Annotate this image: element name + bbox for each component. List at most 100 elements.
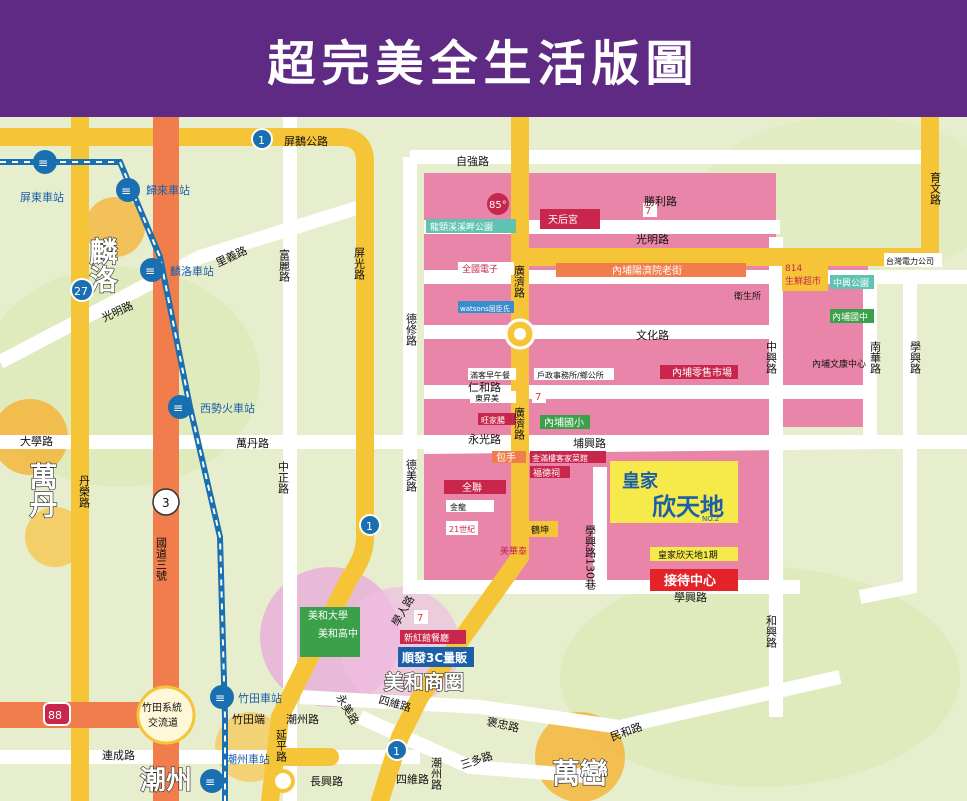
svg-text:1: 1 [366,520,373,533]
station-icon: ≡ [33,150,57,174]
seven-eleven-icon: 7 [643,203,657,217]
dongsheng-badge [470,391,516,403]
oldstreet-label: 內埔陽濟院老街 [612,264,682,277]
svg-text:≡: ≡ [121,184,131,198]
baoshou-label: 包手 [496,451,516,464]
road-yanping: 延平路 [275,729,288,763]
highway-27-shield: 27 [70,278,94,302]
station-icon: ≡ [210,685,234,709]
kun-label: 鶴坤 [531,524,549,536]
highway-1-shield: 1 [386,739,408,761]
road-yongguang: 永光路 [468,432,501,446]
town-meihe: 美和商圈 [384,670,464,694]
road-chaozhou-south: 潮州路 [430,756,443,791]
road-ziqiang: 自強路 [456,155,489,168]
road-changxing: 長興路 [310,775,343,788]
shunfa-badge [398,647,474,667]
seven-eleven-icon: 7 [532,389,546,403]
meihua-label: 美華泰 [500,545,527,557]
wangjia-badge [478,413,516,425]
retail-label: 內埔零售市場 [672,366,732,379]
market-number: 814 [785,264,802,274]
quanlian-badge [444,480,506,494]
breakfast-label: 滿客早午餐 [470,370,510,380]
svg-text:≡: ≡ [173,401,183,415]
svg-text:88: 88 [48,709,62,722]
road-zhongzheng: 中正路 [277,461,290,495]
road-xiaozhong: 褒忠路 [485,714,520,735]
zhongxingpark-label: 中興公園 [833,277,869,289]
tree-cluster [85,197,145,257]
svg-text:≡: ≡ [215,691,225,705]
station-icon: ≡ [140,258,164,282]
road-guangji-south: 廣濟路 [513,406,526,441]
taipower-label: 台灣電力公司 [886,256,934,266]
kun-badge [528,521,558,537]
culture-label: 內埔文康中心 [812,358,866,370]
station-icon: ≡ [200,769,224,793]
park-badge [426,219,516,233]
station-linluo: 麟洛車站 [170,264,214,278]
road-zhuantian: 竹田端 [232,712,265,726]
station-chaozhou: 潮州車站 [226,752,270,766]
area-map: 天后宮 龍頸溪溪畔公園 85° 內埔陽濟院老街 全國電子 watsons屈臣氏 … [0,117,967,801]
svg-text:≡: ≡ [38,156,48,170]
fudeci-label: 福德祠 [533,467,560,479]
road-shengli: 勝利路 [644,194,677,208]
clinic-label: 衛生所 [734,290,761,302]
svg-text:1: 1 [258,134,265,147]
hongzhen-label: 新紅館餐廳 [404,632,449,644]
quanlian-label: 全聯 [462,481,482,494]
green-patch [560,567,960,787]
road-guangji: 廣濟路 [513,264,526,299]
svg-text:7: 7 [417,613,423,624]
neipuzhong-label: 內埔國中 [832,311,868,323]
svg-text:3: 3 [162,496,170,510]
reception-button[interactable] [650,569,738,591]
zhongxingpark-badge [830,275,874,289]
retail-badge [660,365,738,379]
shiji-label: 21世紀 [449,524,475,534]
road-lianc: 連成路 [102,748,135,762]
watsons-badge [458,301,514,313]
tianhou-badge [540,209,600,229]
wangjia-label: 旺家腸 [481,415,505,425]
neipuxiao-label: 內埔國小 [544,416,584,429]
road-daxue: 大學路 [20,434,53,448]
town-wanluan: 萬巒 [552,757,608,790]
project-logo [610,461,738,523]
road-danrong: 丹榮路 [78,475,91,509]
road-hehe: 和興路 [765,615,778,649]
hk-label: 金龍 [450,502,466,512]
oldstreet-badge [556,263,746,277]
road-pingguang: 屏光路 [353,247,366,281]
station-icon: ≡ [168,395,192,419]
85c-logo [487,193,509,215]
hongzhen-badge [400,630,466,644]
watsons-label: watsons屈臣氏 [460,304,510,313]
station-zhutian: 竹田車站 [238,691,282,705]
office-label: 戶政事務所/鄉公所 [537,370,604,380]
university-badge [300,607,360,657]
road-siwei-south: 四維路 [396,773,429,786]
svg-text:7: 7 [645,206,651,217]
quanguo-label: 全國電子 [462,263,498,275]
taipower-badge [884,253,942,267]
dongsheng-label: 東昇美 [475,393,499,403]
road-puxing: 埔興路 [573,437,606,450]
neipuzhong-badge [830,309,874,323]
breakfast-badge [468,368,516,380]
road-guangming: 光明路 [636,232,669,246]
road-zhongxing: 中興路 [765,341,778,375]
roundabout-south [271,769,295,793]
svg-text:≡: ≡ [145,264,155,278]
park-label: 龍頸溪溪畔公園 [430,221,493,233]
project-number: NO.2 [702,515,719,523]
project-brand: 皇家 [622,470,659,492]
quanguo-badge [458,262,514,275]
svg-text:7: 7 [535,392,541,403]
station-pingtung: 屏東車站 [20,190,64,204]
road-xuexing130: 學興路130巷 [584,525,597,590]
